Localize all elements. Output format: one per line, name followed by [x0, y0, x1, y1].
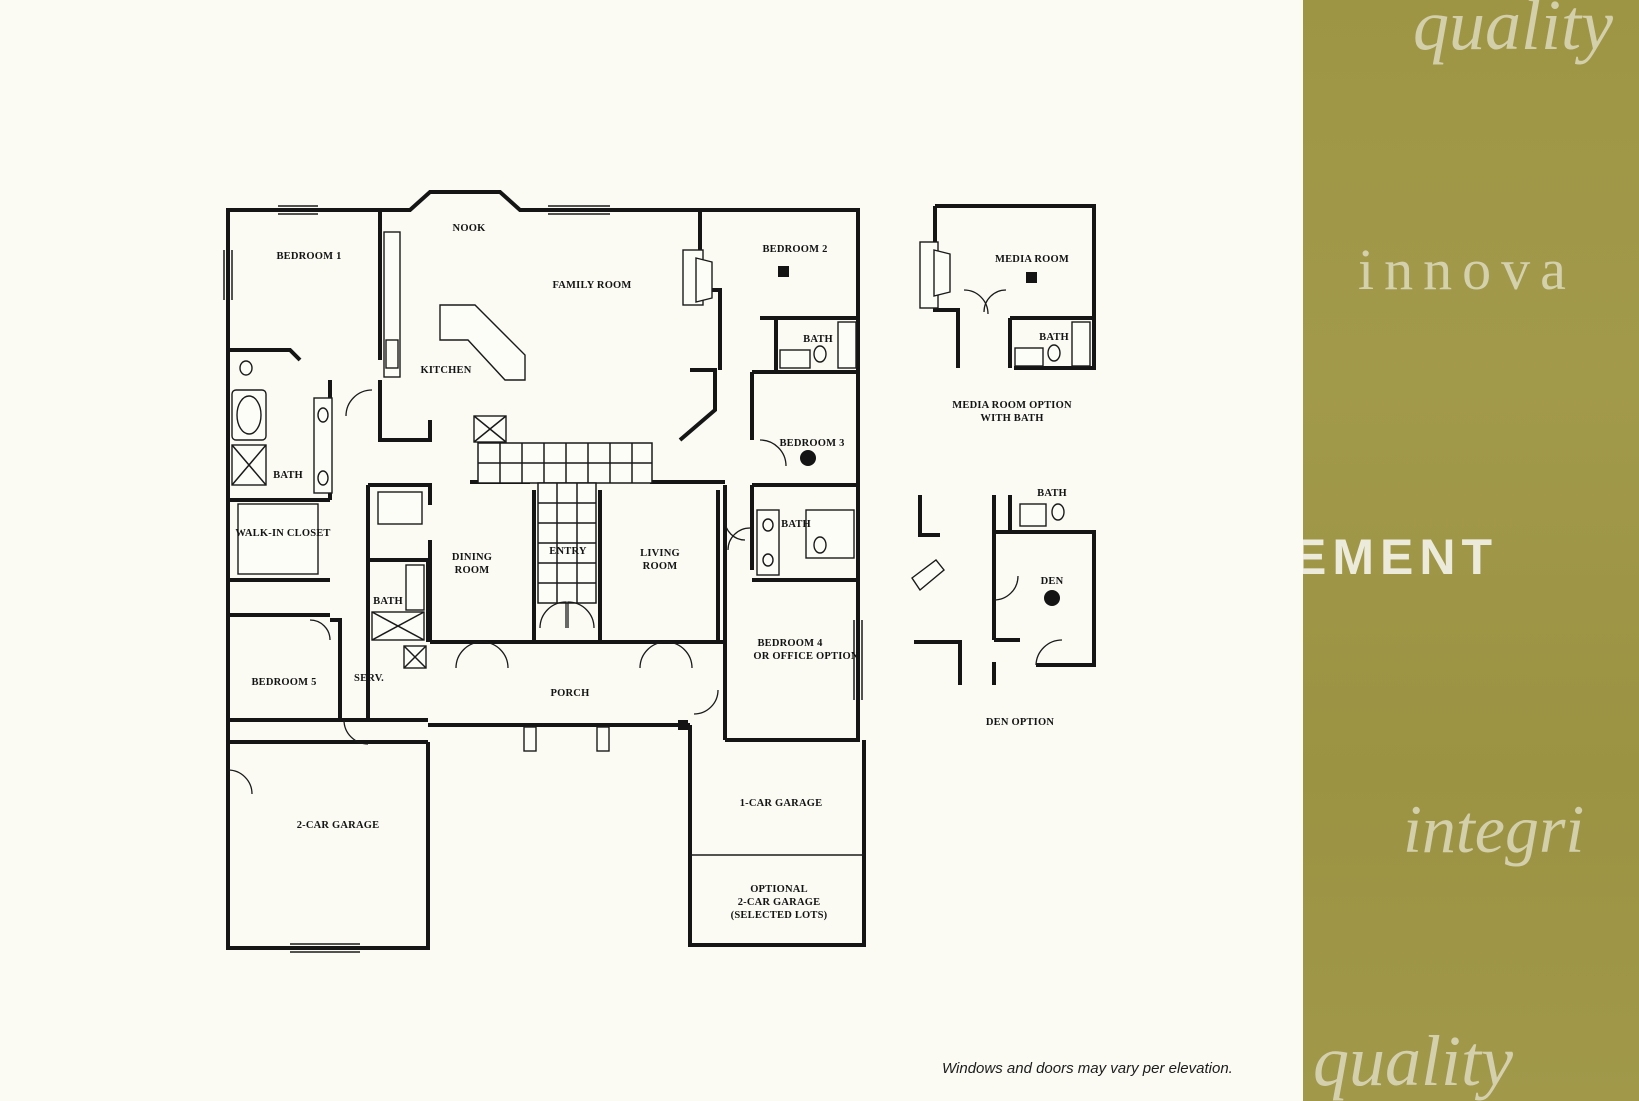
label-walk-in-closet: WALK-IN CLOSET	[235, 528, 330, 539]
label-living-room-1: LIVING	[640, 548, 680, 559]
label-serv: SERV.	[354, 673, 384, 684]
label-two-car-garage: 2-CAR GARAGE	[297, 820, 380, 831]
floor-plan-drawing: BEDROOM 1 NOOK FAMILY ROOM KITCHEN BEDRO…	[223, 190, 1096, 953]
room-labels: BEDROOM 1 NOOK FAMILY ROOM KITCHEN BEDRO…	[235, 223, 858, 921]
media-room-option-plan: MEDIA ROOM BATH MEDIA ROOM OPTION WITH B…	[919, 204, 1096, 424]
footer-disclaimer: Windows and doors may vary per elevation…	[942, 1060, 1233, 1077]
label-family-room: FAMILY ROOM	[552, 280, 631, 291]
label-bedroom-4-2: OR OFFICE OPTION	[753, 651, 859, 662]
label-media-room: MEDIA ROOM	[995, 254, 1069, 265]
label-living-room-2: ROOM	[643, 561, 678, 572]
label-bedroom-3: BEDROOM 3	[779, 438, 844, 449]
panel-word-refinement: EMENT	[1303, 529, 1498, 585]
label-bath-hall: BATH	[373, 596, 403, 607]
label-bedroom-2: BEDROOM 2	[762, 244, 827, 255]
porch-columns	[523, 720, 688, 752]
label-bath-bedroom-2: BATH	[803, 334, 833, 345]
entry-tile-grid	[477, 442, 653, 629]
media-option-caption-1: MEDIA ROOM OPTION	[952, 400, 1072, 411]
label-den-bath: BATH	[1037, 488, 1067, 499]
hall-bath-fixtures	[371, 491, 427, 669]
label-optional-garage-1: OPTIONAL	[750, 884, 808, 895]
label-one-car-garage: 1-CAR GARAGE	[740, 798, 823, 809]
panel-word-integrity: integri	[1403, 791, 1585, 867]
label-optional-garage-3: (SELECTED LOTS)	[731, 910, 828, 921]
kitchen-fixtures	[383, 231, 526, 443]
label-nook: NOOK	[453, 223, 487, 234]
label-optional-garage-2: 2-CAR GARAGE	[738, 897, 821, 908]
label-entry: ENTRY	[549, 546, 587, 557]
family-room-fireplace	[682, 249, 713, 306]
panel-word-quality-top: quality	[1413, 0, 1613, 65]
label-den: DEN	[1041, 576, 1064, 587]
brochure-side-panel: quality innova EMENT integri quality	[1303, 0, 1639, 1101]
window-marks	[223, 205, 863, 953]
bedroom-3-bath-fixtures	[756, 450, 855, 576]
door-swings	[227, 389, 787, 795]
den-option-plan: BATH DEN DEN OPTION	[911, 488, 1096, 728]
den-option-caption: DEN OPTION	[986, 717, 1054, 728]
media-option-caption-2: WITH BATH	[980, 413, 1043, 424]
label-bedroom-4-1: BEDROOM 4	[757, 638, 823, 649]
panel-word-innovation: innova	[1358, 237, 1576, 302]
bedroom-2-bath-fixtures	[760, 266, 858, 370]
label-bath-bedroom-3: BATH	[781, 519, 811, 530]
label-dining-room-2: ROOM	[455, 565, 490, 576]
label-bedroom-1: BEDROOM 1	[276, 251, 341, 262]
label-bath-master: BATH	[273, 470, 303, 481]
label-porch: PORCH	[551, 688, 590, 699]
panel-word-quality-bottom: quality	[1313, 1021, 1513, 1101]
label-bedroom-5: BEDROOM 5	[251, 677, 316, 688]
label-media-bath: BATH	[1039, 332, 1069, 343]
label-dining-room-1: DINING	[452, 552, 492, 563]
master-bath-fixtures	[231, 360, 333, 575]
label-kitchen: KITCHEN	[421, 365, 472, 376]
